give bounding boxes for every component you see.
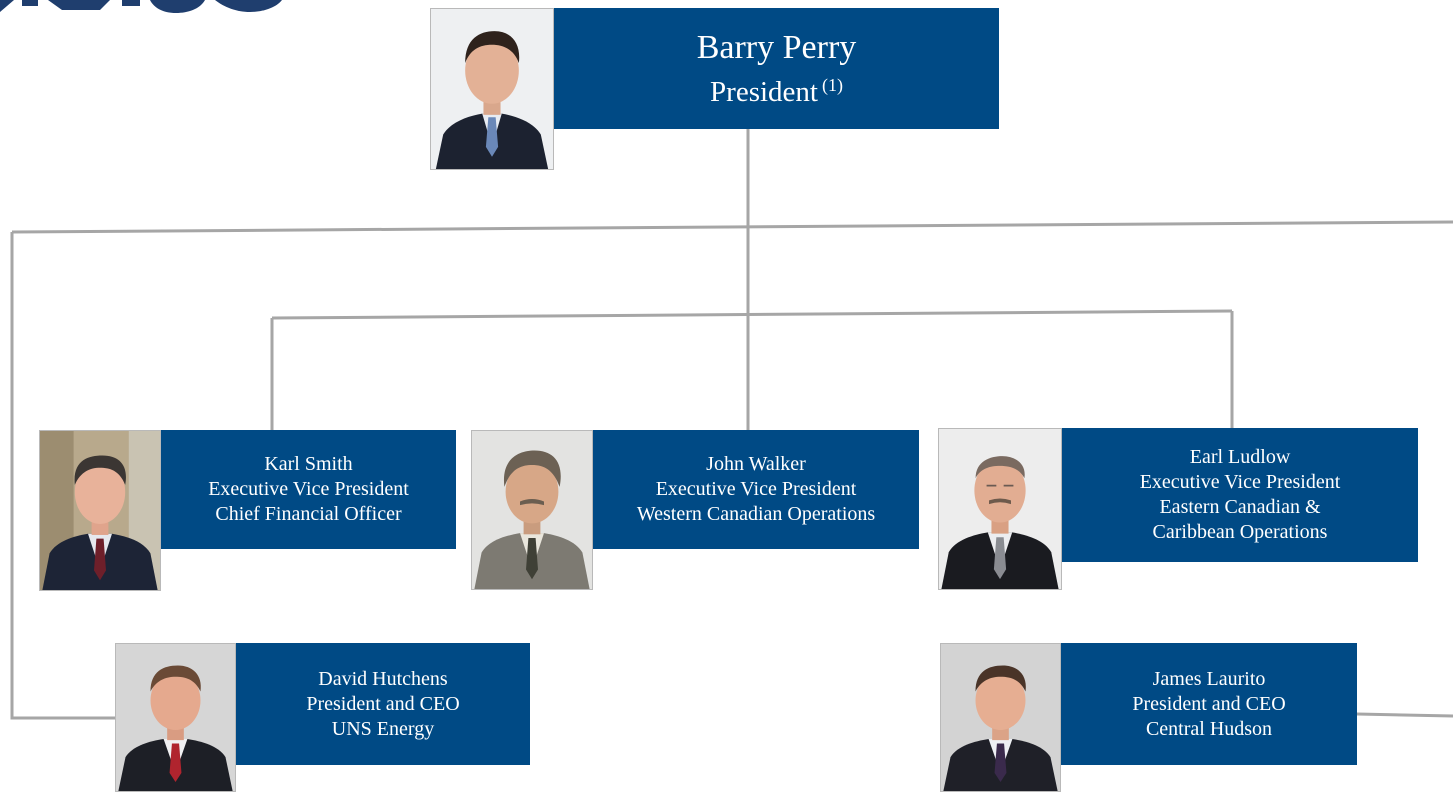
- earl-ludlow-title: Executive Vice President: [1139, 471, 1341, 493]
- earl-ludlow-name: Earl Ludlow: [1189, 446, 1291, 468]
- company-logo-fragment: [0, 0, 290, 14]
- barry-perry-portrait: [430, 8, 554, 170]
- karl-smith-name: Karl Smith: [264, 453, 353, 475]
- karl-smith-portrait: [39, 430, 161, 591]
- james-laurito-title: President and CEO: [1132, 692, 1286, 715]
- james-laurito-company: Central Hudson: [1145, 717, 1273, 740]
- john-walker-name: John Walker: [706, 453, 806, 475]
- connector-executive-bar: [271, 309, 1233, 320]
- karl-smith-title: Executive Vice President: [208, 478, 409, 500]
- john-walker-title: Executive Vice President: [655, 478, 857, 500]
- ceo-name-box: Barry Perry President(1): [554, 8, 999, 129]
- connector-outer-bar: [11, 220, 1453, 234]
- karl-smith-role: Chief Financial Officer: [215, 503, 402, 525]
- john-walker-portrait: [471, 430, 593, 590]
- ceo-title-line: President(1): [710, 68, 843, 109]
- connector-right-outer: [1356, 712, 1453, 718]
- ceo-footnote-marker: (1): [821, 75, 843, 95]
- ceo-name: Barry Perry: [696, 29, 857, 66]
- james-laurito-portrait: [940, 643, 1061, 792]
- john-walker-role: Western Canadian Operations: [636, 503, 876, 525]
- james-laurito-name-box: James Laurito President and CEO Central …: [1061, 643, 1357, 765]
- earl-ludlow-portrait: [938, 428, 1062, 590]
- ceo-title: President: [710, 76, 818, 108]
- connector-left-outer: [10, 232, 115, 720]
- david-hutchens-name-box: David Hutchens President and CEO UNS Ene…: [236, 643, 530, 765]
- david-hutchens-portrait: [115, 643, 236, 792]
- david-hutchens-name: David Hutchens: [318, 667, 448, 690]
- karl-smith-name-box: Karl Smith Executive Vice President Chie…: [161, 430, 456, 549]
- earl-ludlow-name-box: Earl Ludlow Executive Vice President Eas…: [1062, 428, 1418, 562]
- david-hutchens-company: UNS Energy: [331, 717, 435, 740]
- earl-ludlow-role-line-2: Caribbean Operations: [1152, 521, 1328, 543]
- james-laurito-name: James Laurito: [1152, 667, 1266, 690]
- earl-ludlow-role-line-1: Eastern Canadian &: [1159, 496, 1321, 518]
- david-hutchens-title: President and CEO: [306, 692, 460, 715]
- john-walker-name-box: John Walker Executive Vice President Wes…: [593, 430, 919, 549]
